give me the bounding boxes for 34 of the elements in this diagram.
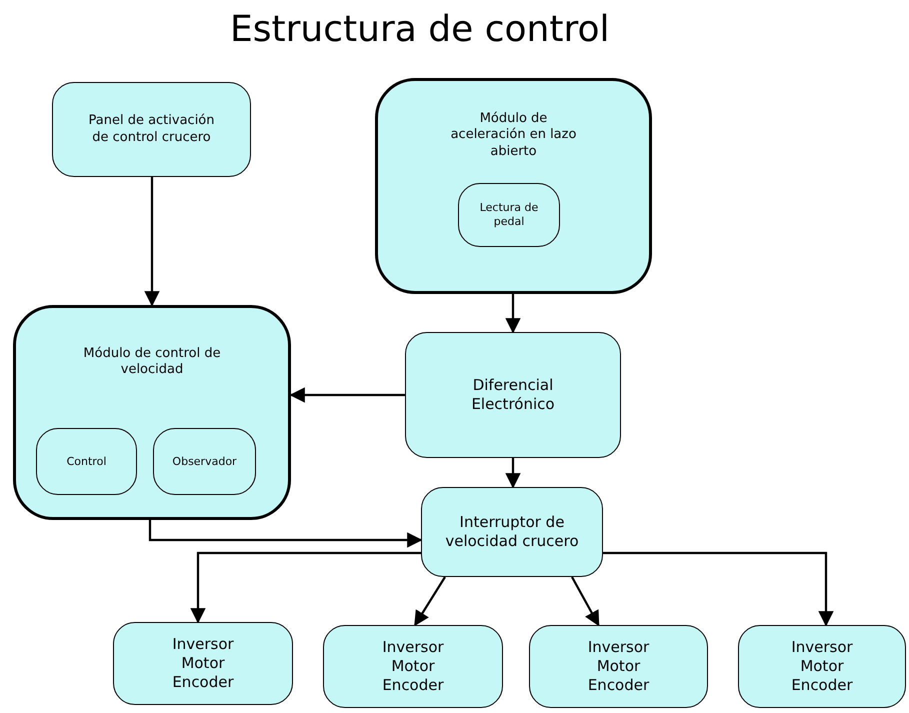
arrow <box>505 458 521 489</box>
box-label: Módulo de control de velocidad <box>82 346 222 378</box>
rounded-box <box>421 487 603 577</box>
box-label: Inversor Motor Encoder <box>171 635 235 692</box>
box-label: Inversor Motor Encoder <box>790 638 854 695</box>
arrow <box>414 576 446 626</box>
box-label: Módulo de aceleración en lazo abierto <box>450 111 578 160</box>
box-label: Control <box>66 454 106 468</box>
box-label: Diferencial Electrónico <box>470 376 556 414</box>
box-label: Panel de activación de control crucero <box>87 113 216 146</box>
arrow <box>505 294 521 334</box>
rounded-box <box>458 183 560 247</box>
arrow <box>144 177 160 307</box>
arrow <box>190 552 421 624</box>
rounded-box <box>529 625 708 708</box>
rounded-box <box>52 82 251 177</box>
rounded-box <box>323 625 503 708</box>
rounded-box <box>113 622 293 705</box>
box-label: Inversor Motor Encoder <box>381 638 445 695</box>
rounded-box <box>153 428 256 495</box>
diagram-title: Estructura de control <box>230 8 610 52</box>
arrow <box>603 552 834 627</box>
box-label: Lectura de pedal <box>478 201 540 229</box>
arrow <box>148 520 423 548</box>
rounded-box <box>13 305 291 520</box>
arrow <box>571 576 600 626</box>
rounded-box <box>375 78 652 294</box>
rounded-box <box>738 625 906 708</box>
box-label: Observador <box>172 454 237 468</box>
rounded-box <box>36 428 137 495</box>
box-label: Inversor Motor Encoder <box>586 638 650 695</box>
arrow <box>289 387 405 403</box>
rounded-box <box>405 332 621 458</box>
box-label: Interruptor de velocidad crucero <box>444 513 580 551</box>
